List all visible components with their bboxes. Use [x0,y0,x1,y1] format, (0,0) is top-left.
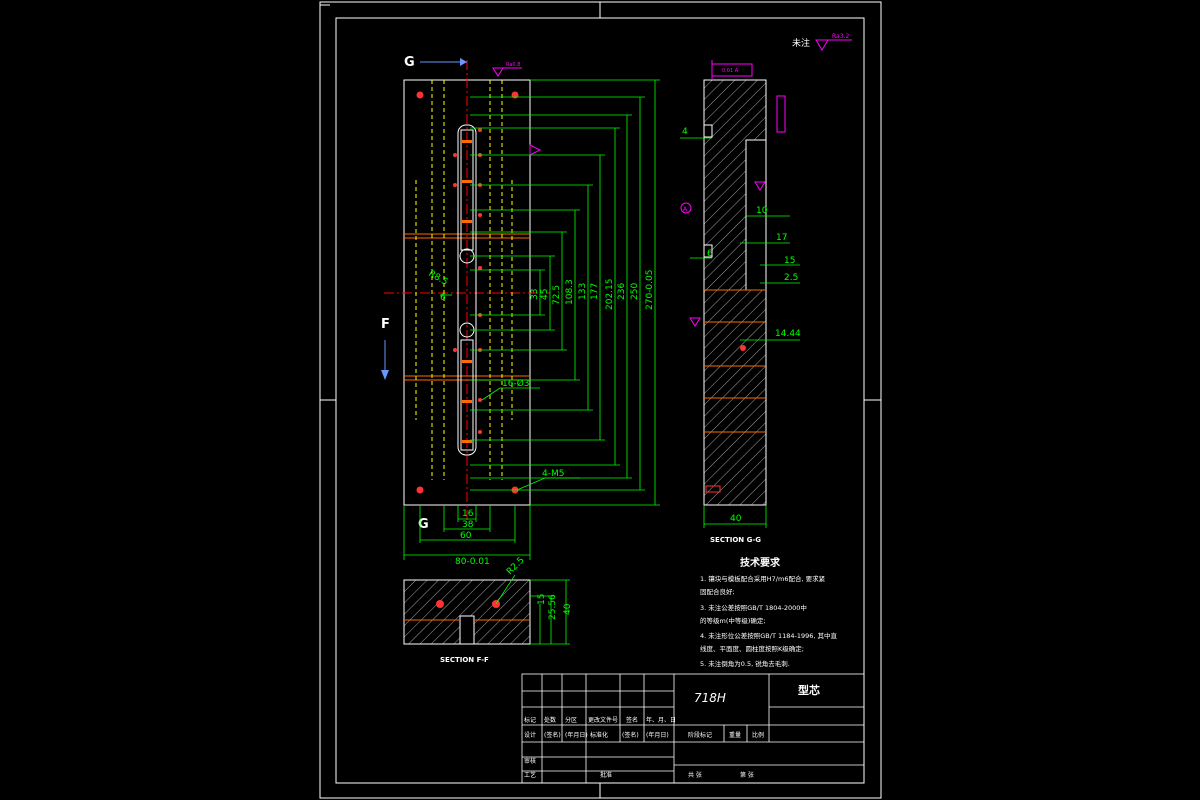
svg-text:(签名): (签名) [544,731,561,739]
surface-top-value: Ra0.8 [506,62,520,68]
section-ff-view: SECTION F-F [403,579,531,664]
svg-text:分区: 分区 [565,716,577,724]
svg-text:年、月、日: 年、月、日 [646,716,676,724]
svg-text:(签名): (签名) [622,731,639,739]
part-name: 型芯 [798,683,820,697]
view-label-g-top: G [404,55,415,70]
svg-text:更改文件号: 更改文件号 [588,716,618,724]
svg-text:10: 10 [756,206,768,216]
svg-text:工艺: 工艺 [524,771,536,779]
svg-text:133: 133 [578,283,588,300]
section-ff-label: SECTION F-F [440,656,489,664]
material-label: 718H [694,691,726,705]
svg-text:17: 17 [776,233,787,243]
svg-text:15: 15 [537,594,547,605]
svg-text:14.44: 14.44 [775,329,801,339]
svg-text:202.15: 202.15 [605,279,615,311]
surface-rest-label: 未注 [792,37,810,49]
svg-text:的等级m(中等级)确定;: 的等级m(中等级)确定; [700,616,766,625]
svg-text:3. 未注公差按照GB/T 1804-2000中: 3. 未注公差按照GB/T 1804-2000中 [700,603,807,612]
svg-text:(年月日): (年月日) [565,731,588,739]
svg-text:38: 38 [462,520,474,530]
svg-text:签名: 签名 [626,716,638,724]
tech-req-title: 技术要求 [740,556,781,569]
svg-text:270-0.05: 270-0.05 [645,270,655,310]
svg-text:6: 6 [440,293,446,303]
svg-text:33: 33 [530,289,540,300]
svg-text:6: 6 [707,249,713,259]
svg-text:标准化: 标准化 [590,731,608,739]
svg-text:25.56: 25.56 [548,594,558,620]
svg-text:R2.5: R2.5 [505,555,527,577]
svg-text:45: 45 [540,289,550,300]
svg-text:0.01 A: 0.01 A [722,68,739,74]
svg-text:固配合良好;: 固配合良好; [700,587,735,596]
svg-text:(年月日): (年月日) [646,731,669,739]
svg-text:R8.5: R8.5 [427,269,450,288]
svg-text:重量: 重量 [729,731,741,739]
front-view: G G F Ra0.8 [381,55,550,532]
svg-text:处数: 处数 [544,716,556,724]
svg-text:共 张: 共 张 [688,771,702,779]
svg-text:比例: 比例 [752,731,764,739]
svg-text:4: 4 [682,127,688,137]
svg-text:40: 40 [563,603,573,615]
svg-text:16: 16 [462,509,474,519]
svg-text:阶段标记: 阶段标记 [688,731,712,739]
svg-text:15: 15 [784,256,795,266]
svg-text:250: 250 [630,283,640,300]
svg-text:5. 未注倒角为0.5, 锐角去毛刺.: 5. 未注倒角为0.5, 锐角去毛刺. [700,659,790,668]
svg-text:236: 236 [617,283,627,300]
svg-text:1. 镶块与模板配合采用H7/m6配合, 要求紧: 1. 镶块与模板配合采用H7/m6配合, 要求紧 [700,574,826,583]
svg-text:线度、平面度、圆柱度按照K级确定;: 线度、平面度、圆柱度按照K级确定; [700,644,804,653]
svg-text:2.5: 2.5 [784,273,798,283]
svg-text:标记: 标记 [524,716,536,724]
svg-text:4-M5: 4-M5 [542,469,564,479]
title-block-text: 718H 型芯 标记 处数 分区 更改文件号 签名 年、月、日 设计 (签名) … [524,683,820,779]
view-label-g-bottom: G [418,517,429,532]
svg-text:A: A [683,206,688,213]
svg-text:40: 40 [730,514,742,524]
section-gg-dimension-text: 4 10 17 6 15 2.5 14.44 40 [682,127,801,524]
svg-text:72.5: 72.5 [552,285,562,305]
technical-requirements: 技术要求 1. 镶块与模板配合采用H7/m6配合, 要求紧 固配合良好; 3. … [700,556,838,668]
section-gg-label: SECTION G-G [710,536,761,544]
front-dimension-text: 270-0.05 250 236 202.15 177 133 108.3 72… [427,269,656,567]
surface-finish-note: 未注 Ra3.2 [792,33,852,51]
surface-rest-value: Ra3.2 [832,33,849,40]
section-ff-dimensions [495,574,570,645]
svg-text:108.3: 108.3 [565,279,575,305]
svg-text:16-Ø3: 16-Ø3 [502,378,530,389]
section-gg-dimensions [680,137,800,528]
front-dimensions [403,79,660,560]
svg-text:第 张: 第 张 [740,771,754,779]
svg-text:批准: 批准 [600,771,612,779]
svg-text:80-0.01: 80-0.01 [455,557,490,567]
title-block [521,673,865,784]
view-label-f: F [381,317,390,332]
svg-text:60: 60 [460,531,472,541]
svg-text:审核: 审核 [524,757,536,765]
svg-text:177: 177 [590,283,600,300]
svg-text:设计: 设计 [524,731,536,739]
svg-text:4. 未注形位公差按照GB/T 1184-1996, 其中直: 4. 未注形位公差按照GB/T 1184-1996, 其中直 [700,631,838,640]
section-gg-view: SECTION G-G 0.01 A A [680,60,786,544]
